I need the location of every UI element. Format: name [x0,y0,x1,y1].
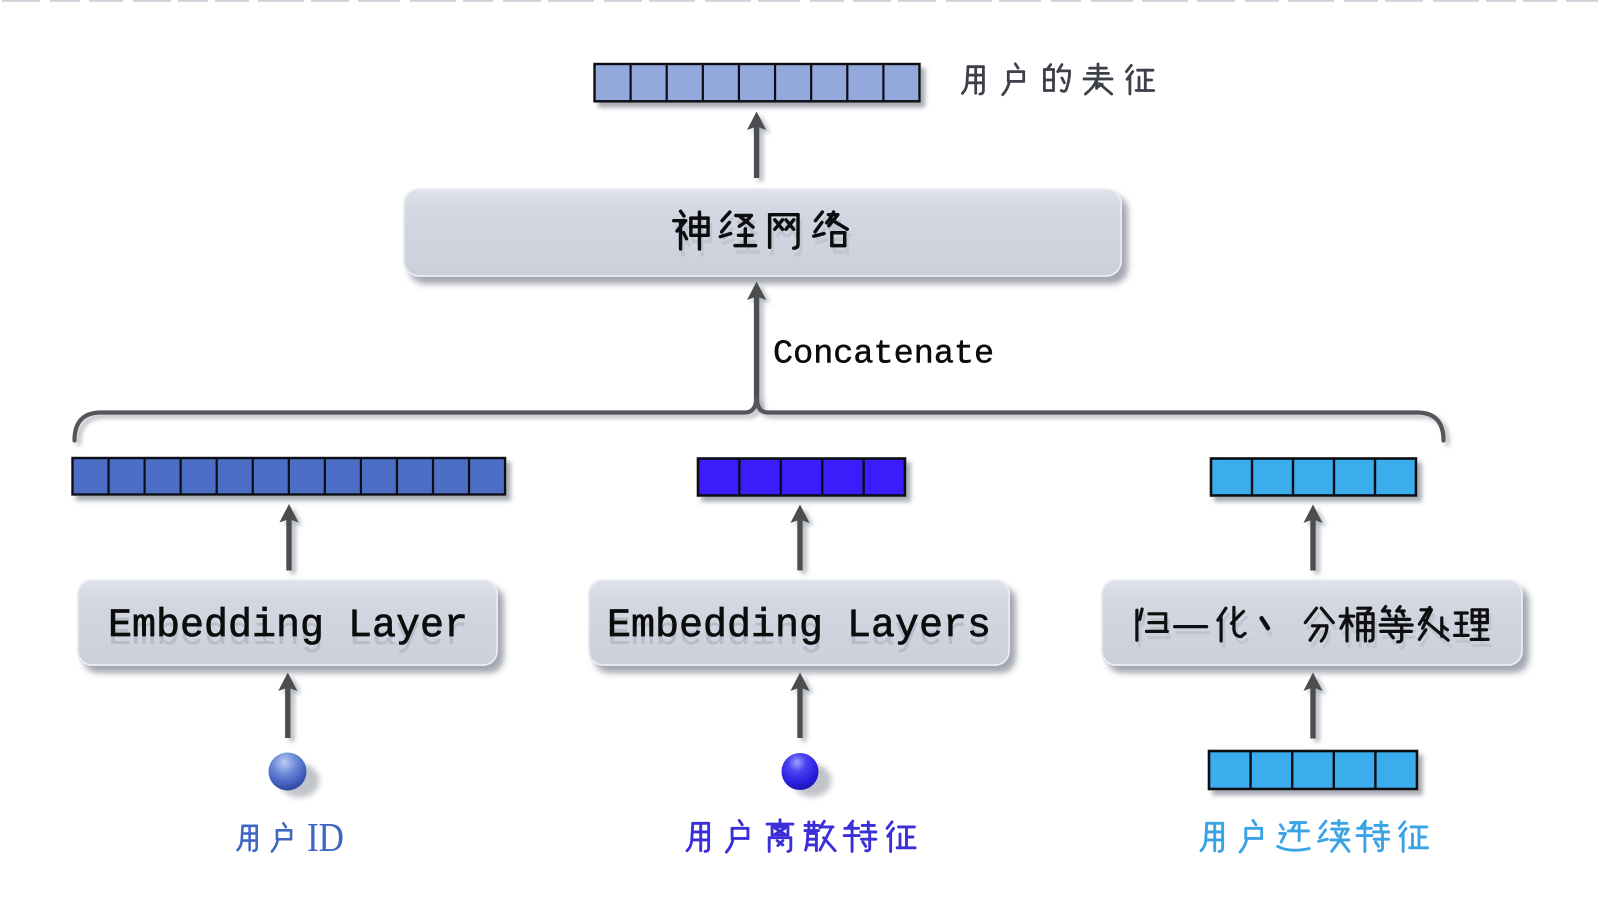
svg-text:Embedding Layers: Embedding Layers [607,612,991,657]
svg-text:ID: ID [307,814,344,860]
svg-text:Concatenate: Concatenate [773,336,994,374]
svg-text:Embedding Layers: Embedding Layers [607,604,991,649]
svg-text:Embedding Layer: Embedding Layer [108,604,468,649]
svg-text:Embedding Layer: Embedding Layer [108,612,468,657]
